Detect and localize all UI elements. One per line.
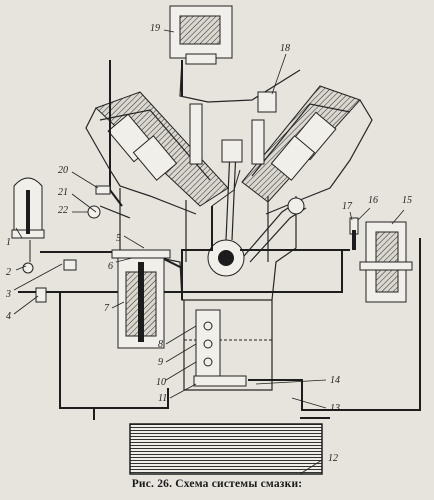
callout-1: 1 (6, 237, 11, 248)
engine-block (85, 59, 373, 301)
callout-2: 2 (6, 267, 11, 278)
callout-20: 20 (58, 165, 68, 176)
callout-16: 16 (368, 195, 378, 206)
callout-10: 10 (156, 377, 166, 388)
valves-left (22, 259, 77, 303)
callout-5: 5 (116, 233, 121, 244)
callout-7: 7 (104, 303, 109, 314)
callout-8: 8 (158, 339, 163, 350)
callout-22: 22 (58, 205, 68, 216)
callout-19: 19 (150, 23, 160, 34)
callout-13: 13 (330, 403, 340, 414)
full-flow-filter (111, 249, 171, 349)
callout-14: 14 (330, 375, 340, 386)
callout-21: 21 (58, 187, 68, 198)
callout-9: 9 (158, 357, 163, 368)
callout-12: 12 (328, 453, 338, 464)
gauges (87, 185, 131, 219)
figure-caption: Рис. 26. Схема системы смазки: (131, 478, 303, 490)
callout-18: 18 (280, 43, 290, 54)
callout-6: 6 (108, 261, 113, 272)
callout-17: 17 (342, 201, 352, 212)
leader-lines (13, 29, 405, 475)
oil-pan (183, 300, 273, 391)
right-centrifuge (359, 221, 413, 303)
pressure-sensor (349, 217, 359, 250)
callout-3: 3 (6, 289, 11, 300)
callout-15: 15 (402, 195, 412, 206)
oil-cooler (129, 423, 323, 475)
top-centrifuge (169, 5, 233, 65)
centrifugal-filter (11, 177, 45, 239)
callout-11: 11 (158, 393, 168, 404)
callout-4: 4 (6, 311, 11, 322)
oil-lines (18, 60, 421, 420)
